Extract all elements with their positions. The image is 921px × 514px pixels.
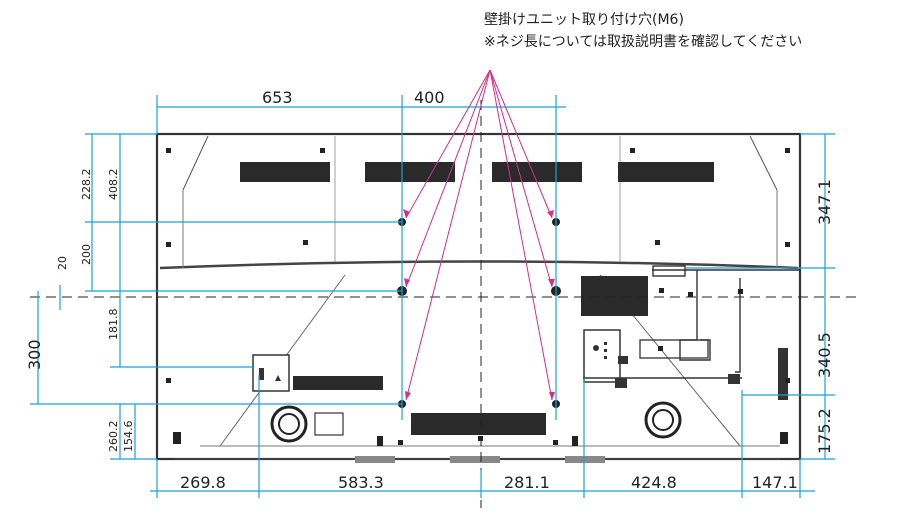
dim-400: 400 [414, 88, 445, 107]
dim-347-1: 347.1 [815, 179, 834, 225]
dim-300: 300 [25, 339, 44, 370]
vent [240, 162, 330, 182]
terminal-block [581, 265, 800, 388]
side-connector [778, 348, 788, 400]
center-lines [30, 100, 860, 508]
dim-228-2: 228.2 [80, 169, 93, 201]
dim-200: 200 [80, 244, 93, 265]
mount-note-line1: 壁掛けユニット取り付け穴(M6) [484, 12, 684, 28]
dim-269-8: 269.8 [180, 473, 226, 492]
vent [365, 162, 455, 182]
dimension-lines [30, 95, 835, 498]
leader-lines [405, 69, 553, 401]
dim-340-5: 340.5 [815, 332, 834, 378]
vent [492, 162, 582, 182]
dim-147-1: 147.1 [752, 473, 798, 492]
dim-154-6: 154.6 [122, 421, 135, 453]
tv-back-panel [155, 132, 802, 463]
dim-653: 653 [262, 88, 293, 107]
dim-20: 20 [56, 256, 69, 270]
speaker [270, 405, 308, 443]
vent [293, 376, 383, 390]
vent [618, 162, 714, 182]
dim-281-1: 281.1 [504, 473, 550, 492]
mount-note-line2: ※ネジ長については取扱説明書を確認してください [484, 34, 802, 50]
dim-408-2: 408.2 [107, 169, 120, 201]
speaker [644, 401, 682, 439]
dim-424-8: 424.8 [631, 473, 677, 492]
vent [411, 413, 546, 435]
leader-arrowheads [403, 209, 555, 400]
dim-175-2: 175.2 [815, 408, 834, 454]
dim-260-2: 260.2 [107, 421, 120, 453]
dim-181-8: 181.8 [107, 309, 120, 341]
dim-583-3: 583.3 [338, 473, 384, 492]
